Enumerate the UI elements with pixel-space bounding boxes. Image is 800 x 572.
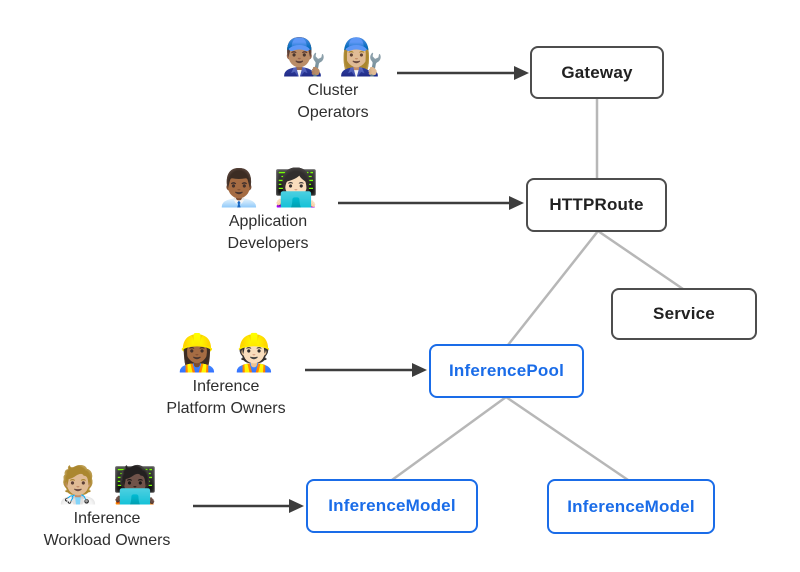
health-worker-icon technologist-icon: 🧑🏼‍⚕️ 🧑🏿‍💻	[55, 464, 159, 505]
arrow-inference-workload-owners-to-inferencemodel	[193, 499, 304, 513]
edge-httproute-inferencepool	[507, 230, 599, 346]
persona-application-developers: 👨🏾‍💼 👩🏻‍💻 Application Developers	[188, 167, 348, 256]
node-inferencemodel-2: InferenceModel	[547, 479, 715, 534]
man-office-worker-icon woman-technologist-icon: 👨🏾‍💼 👩🏻‍💻	[216, 167, 320, 208]
node-gateway: Gateway	[530, 46, 664, 99]
node-service: Service	[611, 288, 757, 340]
persona-label-application-developers: Application Developers	[227, 213, 309, 253]
woman-construction-worker-icon man-construction-worker-icon: 👷🏾‍♀️ 👷🏻	[174, 332, 278, 373]
arrow-cluster-operators-to-gateway	[397, 66, 529, 80]
arrow-application-developers-to-httproute	[338, 196, 524, 210]
persona-label-inference-platform-owners: Inference Platform Owners	[166, 378, 286, 418]
edge-httproute-service	[597, 229, 684, 291]
persona-cluster-operators: 👨🏽‍🔧 👩🏼‍🔧 Cluster Operators	[253, 36, 413, 125]
node-inferencepool: InferencePool	[429, 344, 584, 398]
node-httproute: HTTPRoute	[526, 178, 667, 232]
node-inferencemodel-1: InferenceModel	[306, 479, 478, 533]
persona-inference-workload-owners: 🧑🏼‍⚕️ 🧑🏿‍💻 Inference Workload Owners	[22, 464, 192, 553]
persona-label-cluster-operators: Cluster Operators	[297, 82, 369, 122]
persona-label-inference-workload-owners: Inference Workload Owners	[43, 510, 171, 550]
man-mechanic-icon woman-mechanic-icon: 👨🏽‍🔧 👩🏼‍🔧	[281, 36, 385, 77]
arrow-inference-platform-owners-to-inferencepool	[305, 363, 427, 377]
edge-inferencepool-inferencemodel-1	[391, 395, 507, 482]
edge-inferencepool-inferencemodel-2	[505, 395, 629, 482]
persona-inference-platform-owners: 👷🏾‍♀️ 👷🏻 Inference Platform Owners	[146, 332, 306, 421]
